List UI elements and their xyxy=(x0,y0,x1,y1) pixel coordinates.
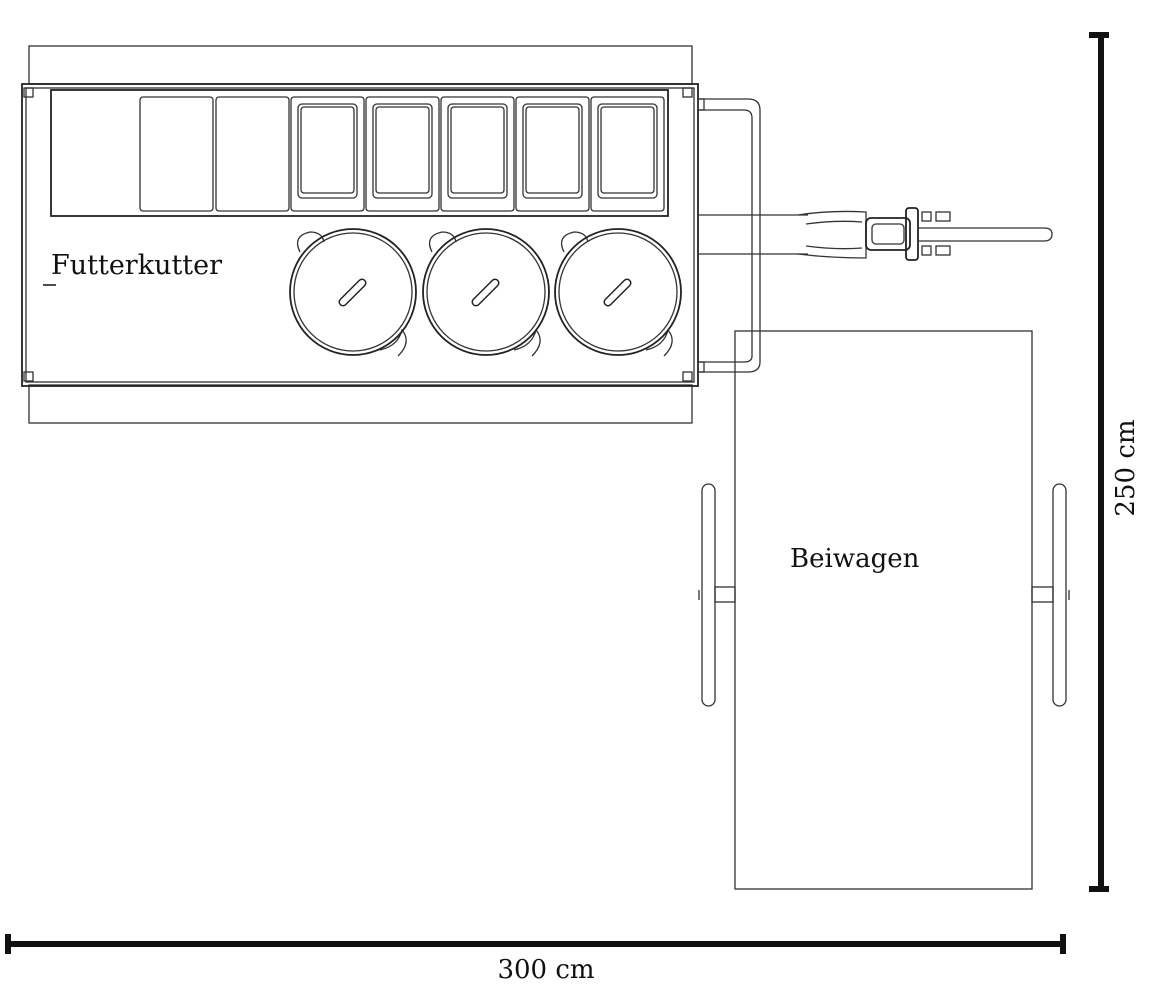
top-rail xyxy=(28,45,693,85)
drawbar xyxy=(697,98,808,373)
beiwagen-sidecar: Beiwagen xyxy=(698,330,1070,890)
sidecar-body xyxy=(734,330,1033,890)
wheel xyxy=(1031,483,1070,707)
gastronorm-tray xyxy=(590,96,665,212)
tray-lid xyxy=(215,96,290,212)
gastronorm-tray xyxy=(515,96,590,212)
cart-body xyxy=(21,83,699,387)
futterkutter-cart: Futterkutter xyxy=(21,45,699,424)
width-dimension-label: 300 cm xyxy=(497,955,594,985)
corner-post xyxy=(23,371,34,382)
corner-post xyxy=(682,371,693,382)
bike-coupling xyxy=(797,207,1053,261)
corner-post xyxy=(682,87,693,98)
height-dimension-label: 250 cm xyxy=(1111,419,1141,516)
gastronorm-tray xyxy=(365,96,440,212)
futterkutter-label: Futterkutter xyxy=(51,250,222,281)
corner-post xyxy=(23,87,34,98)
dimension-horizontal: 300 cm xyxy=(5,934,1066,985)
bottom-rail xyxy=(28,384,693,424)
wheel xyxy=(698,483,736,707)
tray-counter xyxy=(50,89,669,217)
gastronorm-tray xyxy=(290,96,365,212)
beiwagen-label: Beiwagen xyxy=(790,544,920,574)
gastronorm-tray xyxy=(440,96,515,212)
cooking-pot xyxy=(289,228,417,357)
cooking-pot xyxy=(422,228,550,357)
cooking-pot xyxy=(554,228,682,357)
dimension-vertical: 250 cm xyxy=(1089,32,1141,892)
tray-lid xyxy=(139,96,214,212)
